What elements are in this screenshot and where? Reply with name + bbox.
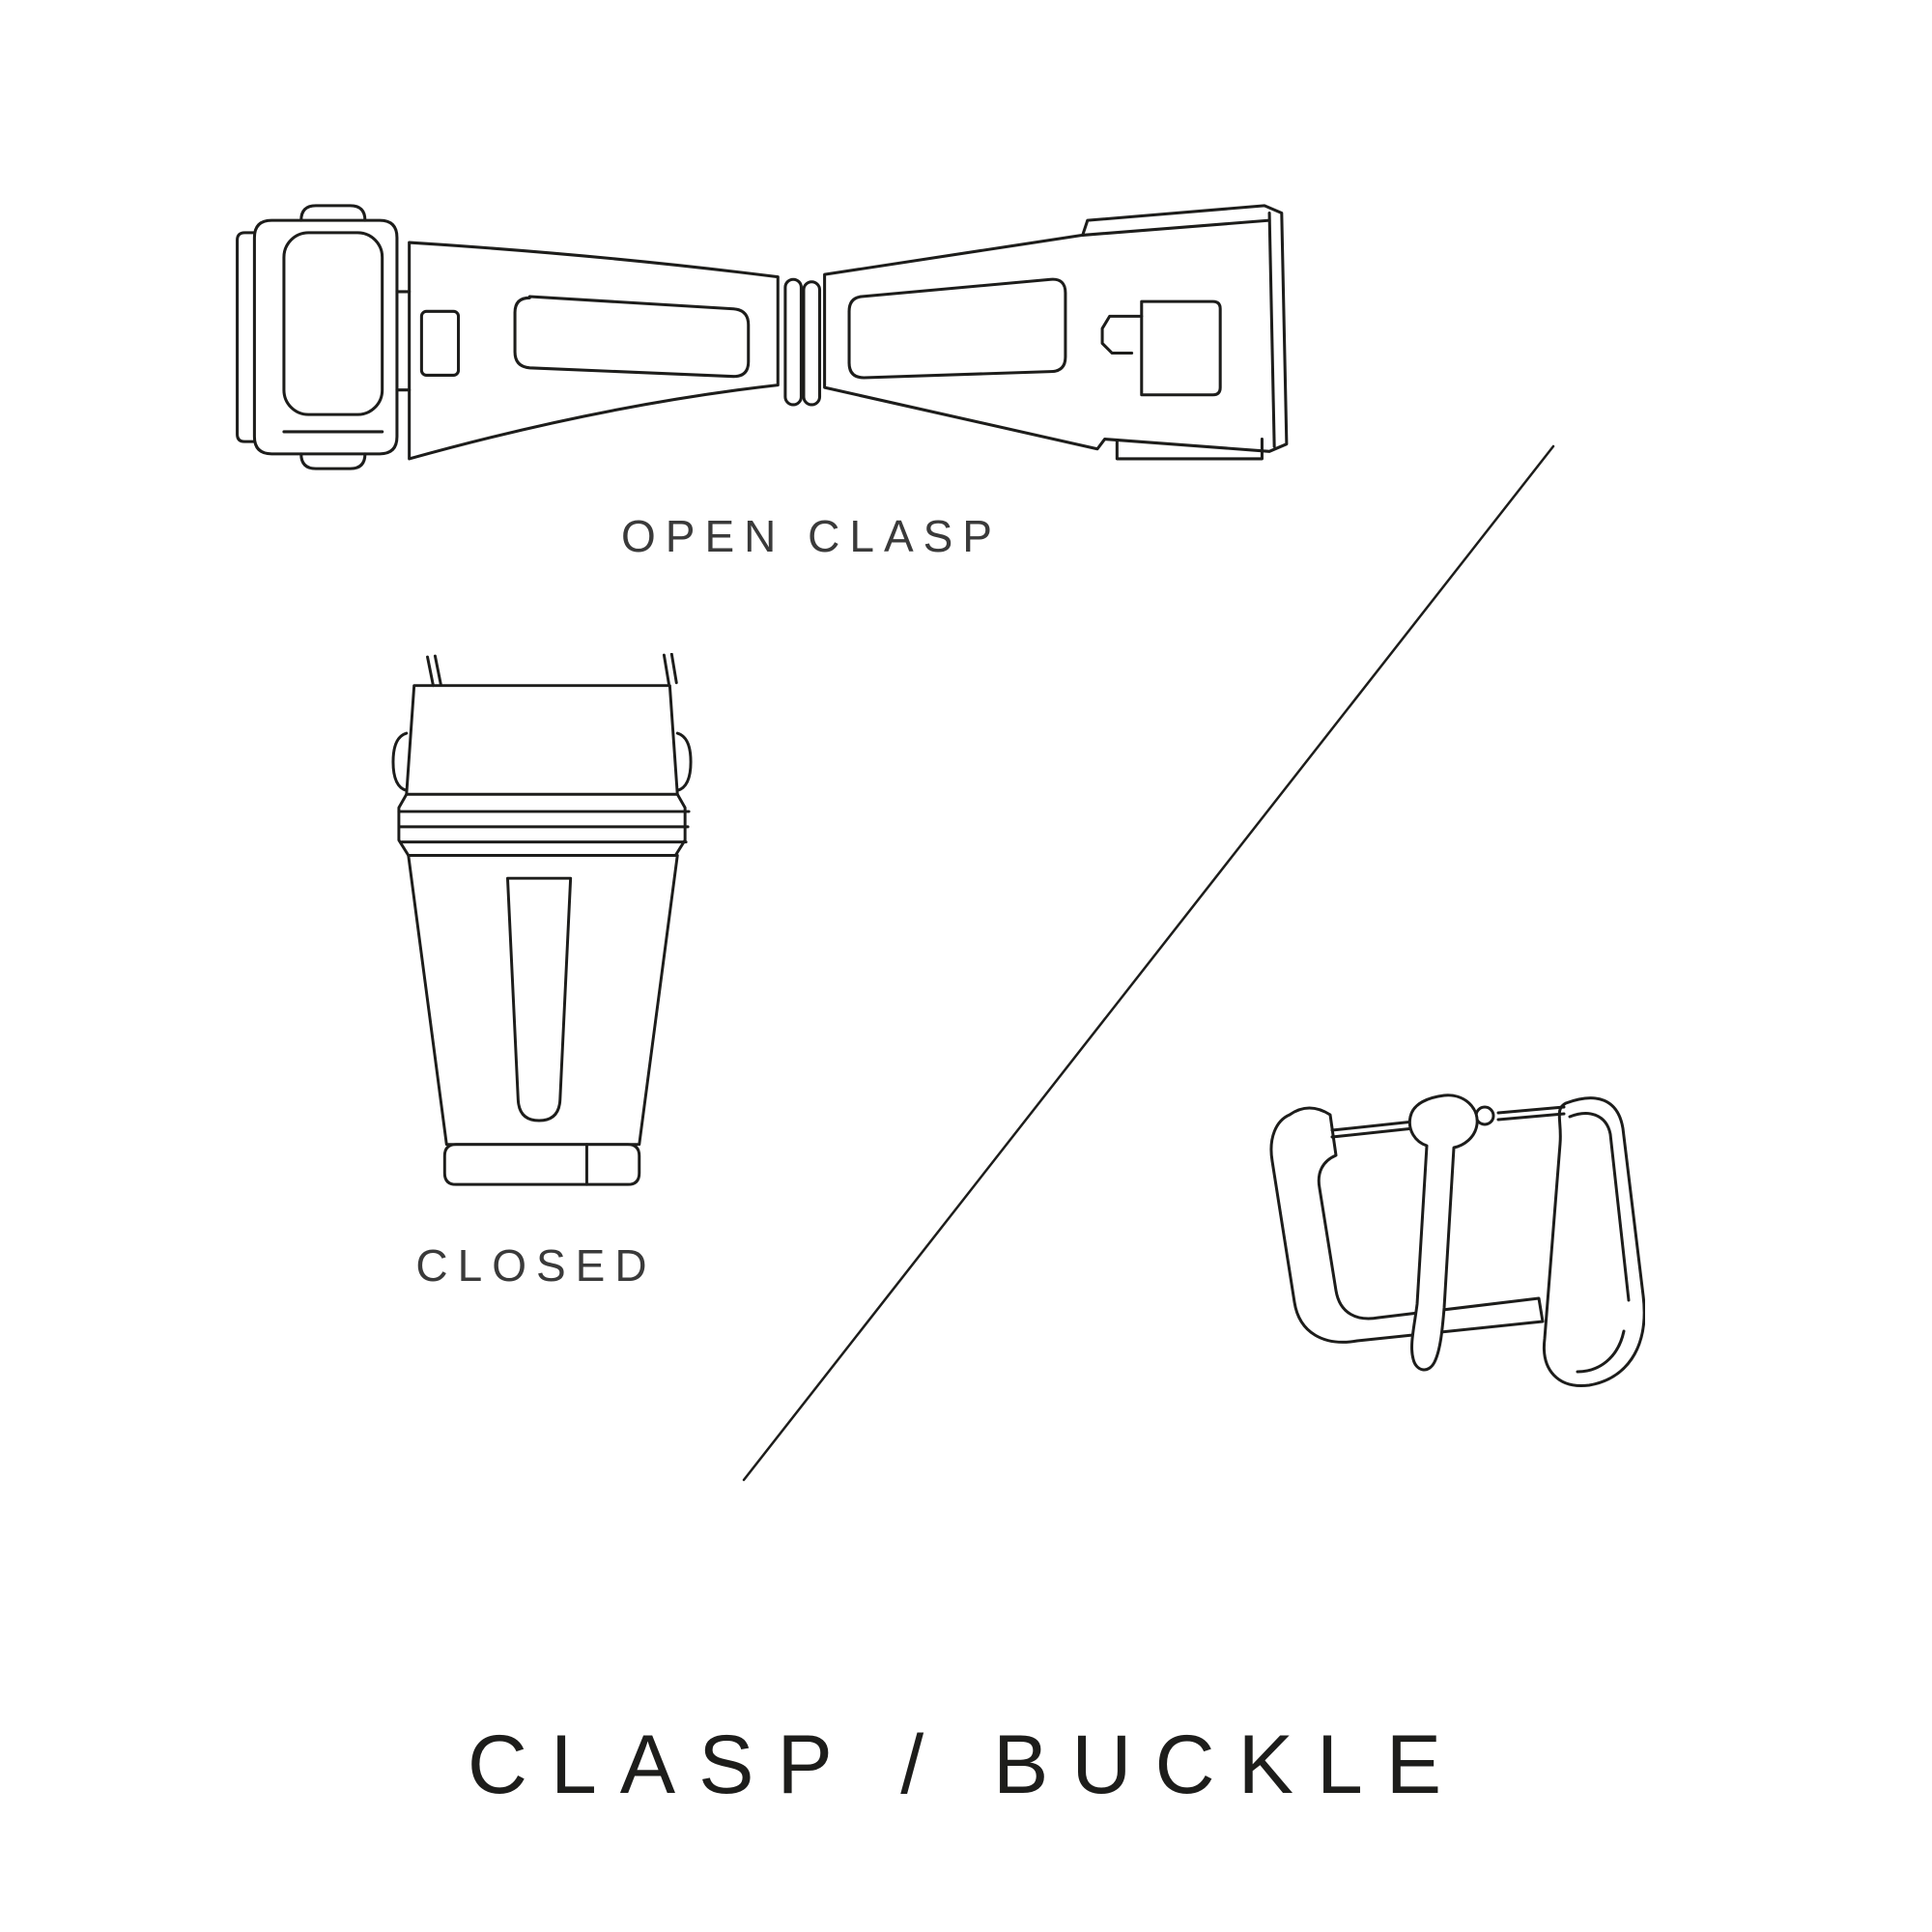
closed-clasp-label: CLOSED xyxy=(415,1240,657,1291)
open-clasp-label: OPEN CLASP xyxy=(621,511,1002,561)
page-title: CLASP / BUCKLE xyxy=(467,1719,1465,1811)
buckle-drawing xyxy=(1269,1094,1645,1387)
open-clasp-drawing xyxy=(236,204,1289,470)
closed-clasp-drawing xyxy=(391,653,693,1186)
